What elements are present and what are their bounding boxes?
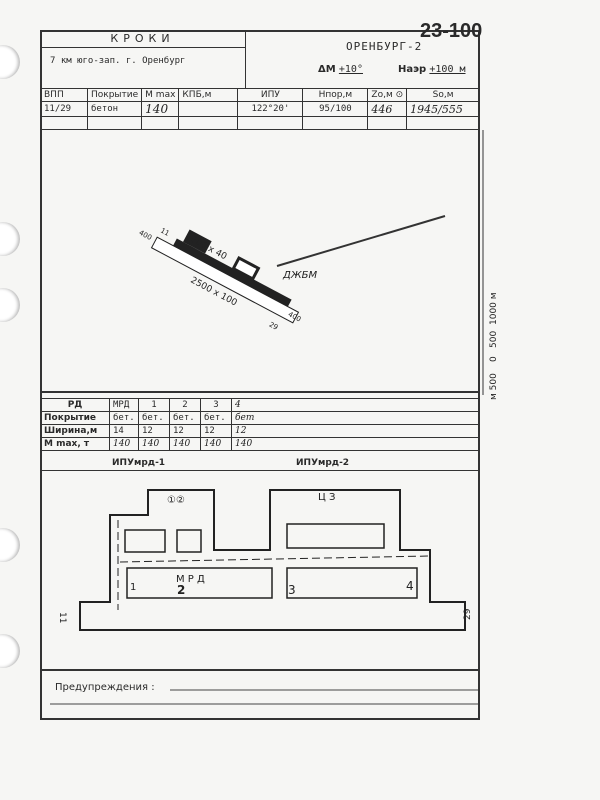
cell: 140 [169,437,201,451]
h-aer-value: +100 м [429,64,466,75]
row-label: M max, т [40,437,110,451]
header-cell: МРД [109,398,139,412]
delta-m-label: ΔM [318,64,336,75]
cell: бет. [109,411,139,425]
cell: бет. [169,411,201,425]
cell: бет. [200,411,232,425]
cell: 140 [109,437,139,451]
scale-labels: м 500 0 500 1000 м [489,292,499,400]
taxiway-3-label: 3 [288,583,296,597]
cell: 140 [141,101,180,117]
divider [40,470,480,471]
apron [183,229,212,254]
punch-hole [0,288,20,322]
runway-strip [150,236,300,324]
scale-label: 500 [489,331,499,348]
punch-hole [0,634,20,668]
table-header-row: РД МРД 1 2 3 4 [40,398,480,412]
taxiway-4-label: 4 [406,579,414,593]
cell: 140 [138,437,170,451]
punch-hole [0,528,20,562]
header-cell: 4 [231,398,480,412]
rwy-29-label: 29 [463,608,473,620]
threshold-label: 11 [159,227,171,238]
scale-label: 0 [489,356,499,362]
location: 7 км юго-зап. г. Оренбург [50,56,186,66]
ipu-mrd-2: ИПУмрд-2 [296,458,350,468]
cell: 12 [138,424,170,438]
runway-table: ВПП Покрытие M max КПБ,м ИПУ Hпор,м Zо,м… [40,88,480,130]
aerodrome-elevation: Hаэр +100 м [398,64,466,75]
threshold-label: 29 [268,321,280,332]
punch-hole [0,45,20,79]
warnings-label: Предупреждения : [55,682,155,693]
delta-m-value: +10° [338,64,363,75]
scale-label: 1000 м [489,292,499,325]
taxi-scheme [79,489,466,631]
apron-label: Ц З [318,492,335,503]
airport-name: ОРЕНБУРГ-2 [346,40,423,53]
cell: 12 [200,424,232,438]
mrd-label: М Р Д [176,574,205,585]
runway [173,238,292,307]
header-cell: 3 [200,398,232,412]
ipu-mrd-1: ИПУмрд-1 [112,458,166,468]
access-road [276,215,446,267]
rwy-11-label: 11 [57,612,67,623]
cell: 140 [231,437,480,451]
railway-label: ДЖБМ [282,270,317,281]
table-row [40,116,480,130]
cell: 14 [109,424,139,438]
title: КРОКИ [40,30,245,48]
cell: бет. [138,411,170,425]
scale-label: м 500 [489,373,499,400]
magnetic-variation: ΔM +10° [318,64,363,75]
taxiway-1-label: 1 [130,582,136,593]
header-cell: 1 [138,398,170,412]
cell: бет [231,411,480,425]
cell: 12 [231,424,480,438]
row-label: Ширина,м [40,424,110,438]
cell: 140 [200,437,232,451]
taxiway-2-label: 2 [177,583,185,597]
cell: 12 [169,424,201,438]
punch-hole [0,222,20,256]
taxiway-refs: ①② [167,495,185,506]
title-box: КРОКИ 7 км юго-зап. г. Оренбург [40,30,246,88]
header-cell: РД [40,398,110,412]
row-label: Покрытие [40,411,110,425]
overrun-label: 400 [138,229,154,242]
sheet-number: 23-100 [420,20,483,42]
apron [231,255,261,281]
header-cell: 2 [169,398,201,412]
overrun-label: 400 [287,310,303,323]
form-frame [40,30,480,720]
h-aer-label: Hаэр [398,64,427,75]
